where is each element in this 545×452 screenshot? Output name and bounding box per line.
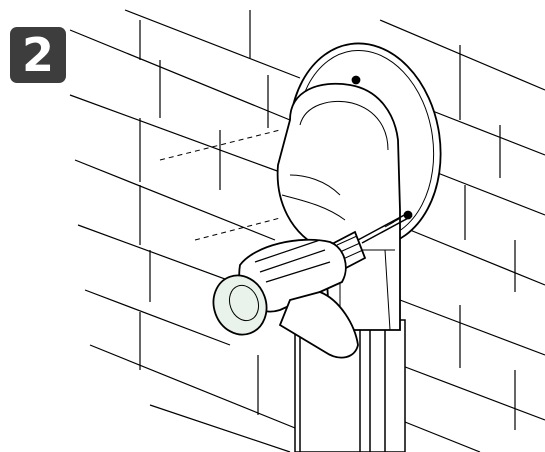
- flue-terminal-icon: [276, 82, 401, 331]
- hidden-pipe-dashed-lines: [159, 129, 281, 241]
- step-number-badge: 2: [10, 27, 66, 83]
- screw-icon: [357, 211, 413, 244]
- drill-icon: [212, 230, 367, 359]
- brick-wall-icon: [69, 9, 545, 452]
